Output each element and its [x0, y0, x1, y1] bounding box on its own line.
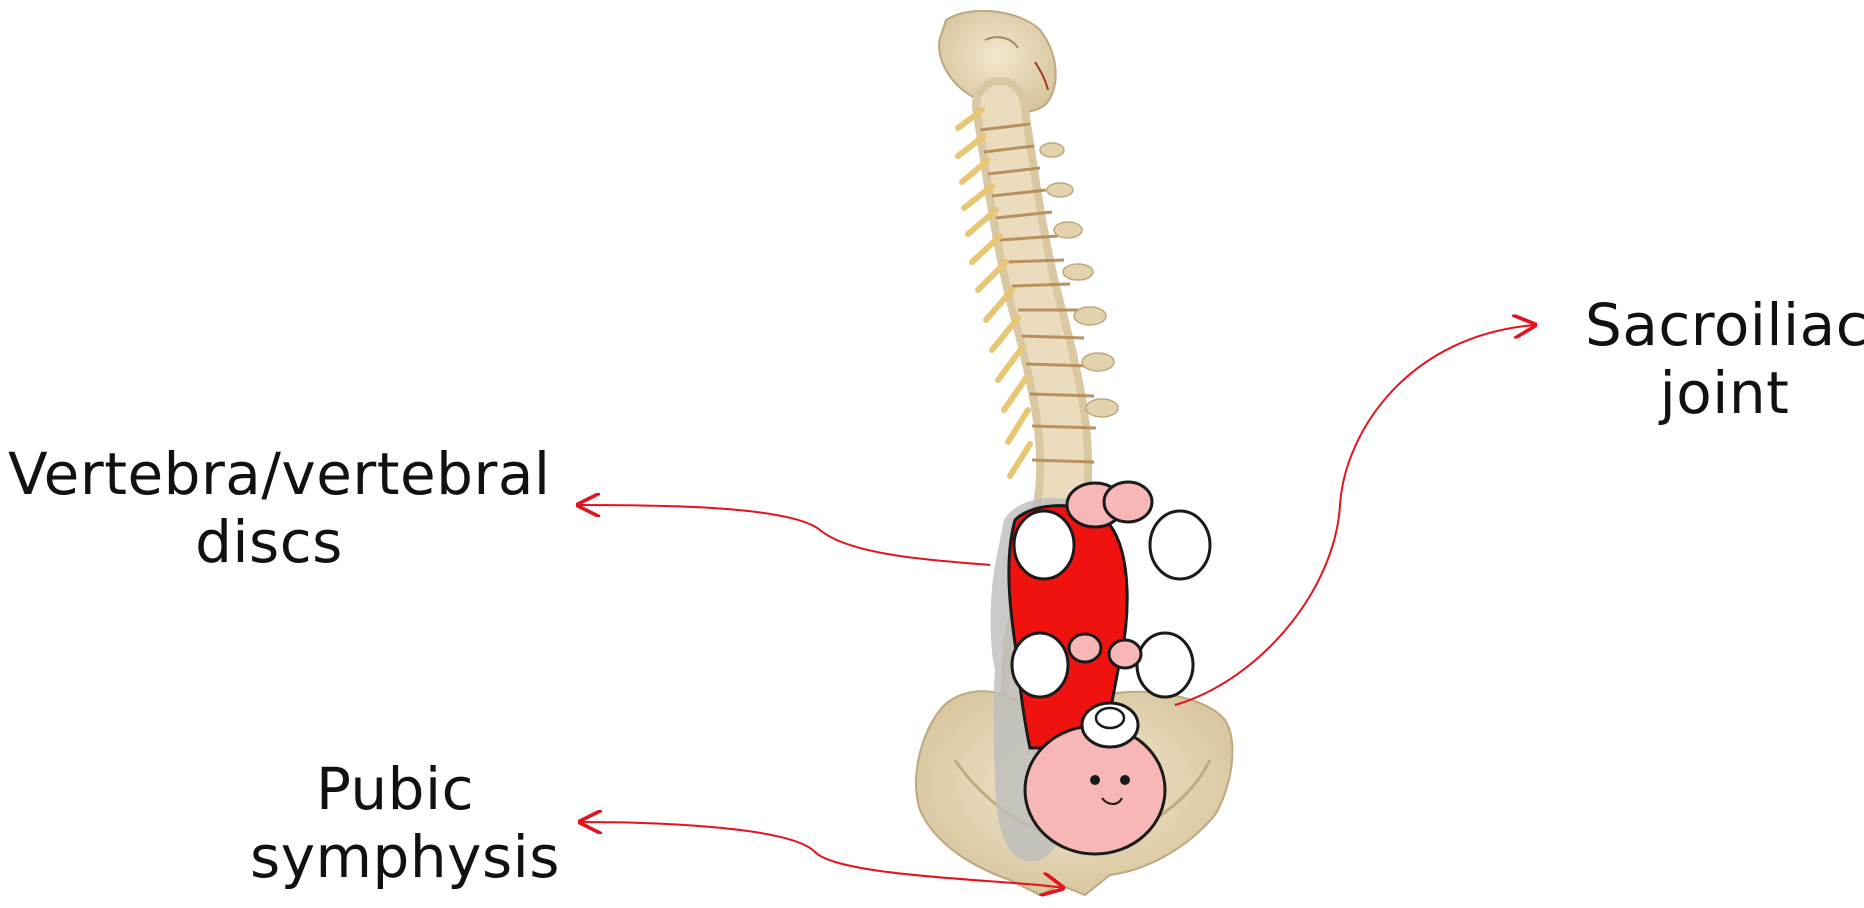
vertebra-arrow	[578, 505, 990, 565]
pubic-label: Pubic symphysis	[250, 755, 540, 891]
sacroiliac-label-line2: joint	[1585, 359, 1864, 427]
sacroiliac-arrow	[1175, 325, 1535, 705]
vertebra-label-line2: discs	[8, 508, 530, 576]
vertebra-label-line1: Vertebra/vertebral	[8, 440, 530, 508]
sacroiliac-label-line1: Sacroiliac	[1585, 291, 1864, 359]
vertebra-label: Vertebra/vertebral discs	[8, 440, 530, 576]
pubic-label-line1: Pubic	[250, 755, 540, 823]
sacroiliac-label: Sacroiliac joint	[1585, 291, 1864, 427]
pubic-label-line2: symphysis	[250, 823, 540, 891]
